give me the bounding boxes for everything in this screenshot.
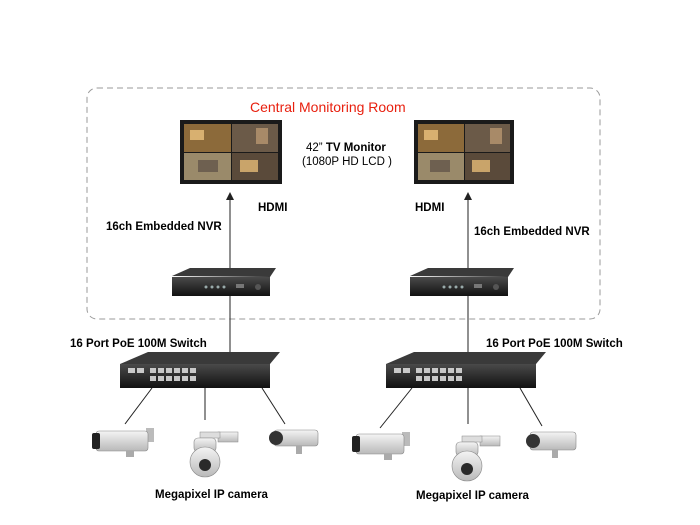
monitoring-room-border [86,87,601,320]
camera-label-left: Megapixel IP camera [155,489,268,501]
camera-label-right: Megapixel IP camera [416,490,529,502]
tv-monitor-left [180,120,282,184]
hdmi-label-left: HDMI [258,202,288,214]
bullet-camera-left-2 [269,429,319,454]
poe-switch-left [120,352,280,388]
ptz-camera-left [189,431,239,478]
switch-label-left: 16 Port PoE 100M Switch [70,338,207,350]
monitor-name: TV Monitor [325,142,386,154]
nvr-label-right: 16ch Embedded NVR [474,226,590,238]
hdmi-label-right: HDMI [415,202,445,214]
line-switch-cam-left-1 [124,387,153,425]
monitor-spec: (1080P HD LCD ) [302,156,392,168]
room-title: Central Monitoring Room [250,99,406,115]
nvr-right [410,268,514,296]
line-switch-cam-right-3 [519,387,543,427]
poe-switch-right [386,352,546,388]
bullet-camera-right-1 [352,432,410,460]
switch-label-right: 16 Port PoE 100M Switch [486,338,623,350]
nvr-label-left: 16ch Embedded NVR [106,221,222,233]
line-switch-cam-right-1 [379,387,413,429]
tv-monitor-right [414,120,514,184]
line-switch-cam-left-3 [261,387,286,425]
monitor-size: 42” [306,142,323,154]
bullet-camera-right-2 [526,431,577,458]
nvr-left [172,268,276,296]
monitor-label: 42” TV Monitor [306,142,386,154]
bullet-camera-left-1 [92,428,154,457]
ptz-camera-right [451,435,501,482]
